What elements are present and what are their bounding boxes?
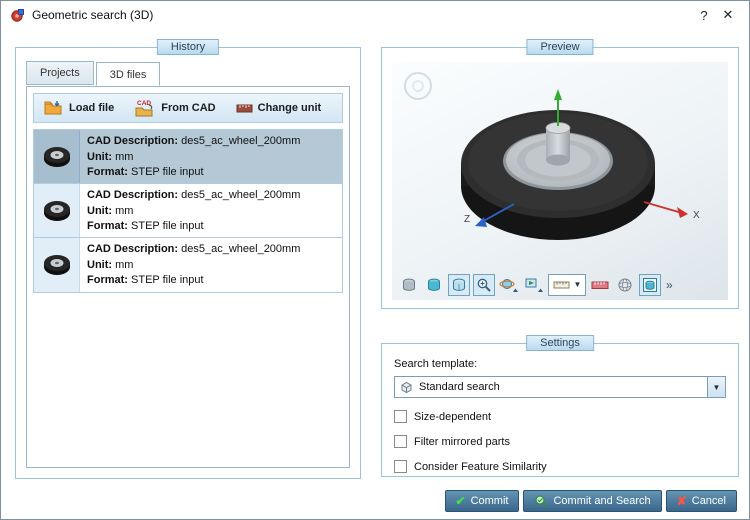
cylinder-shaded-icon[interactable] (423, 274, 445, 296)
axis-x-label: X (693, 210, 700, 221)
template-box-icon (400, 381, 413, 394)
wheel-icon (43, 146, 70, 167)
wheel-thumbnail (34, 184, 80, 237)
close-button[interactable]: ✕ (722, 7, 734, 22)
history-tabs: Projects 3D files (26, 61, 162, 86)
file-meta: CAD Description: des5_ac_wheel_200mm Uni… (87, 135, 301, 178)
x-icon: ✘ (676, 494, 687, 508)
filter-mirrored-option: Filter mirrored parts (394, 435, 726, 448)
change-unit-button[interactable]: Change unit (236, 102, 321, 114)
change-unit-icon (236, 104, 253, 113)
wheel-3d-render: Z X (404, 72, 700, 240)
wheel-thumbnail (34, 238, 80, 292)
commit-button[interactable]: ✔ Commit (444, 490, 520, 512)
file-meta: CAD Description: des5_ac_wheel_200mm Uni… (87, 243, 301, 286)
title-bar: Geometric search (3D) ? ✕ (1, 1, 749, 29)
cancel-button[interactable]: ✘ Cancel (665, 490, 737, 512)
commit-and-search-button[interactable]: Commit and Search (523, 490, 662, 512)
search-template-label: Search template: (394, 358, 478, 370)
orbit-icon[interactable] (498, 274, 520, 296)
settings-content: Search template: Standard search ▼ Size-… (382, 344, 738, 476)
file-meta: CAD Description: des5_ac_wheel_200mm Uni… (87, 189, 301, 232)
history-toolbar: Load file CAD From CAD Change unit (33, 93, 343, 123)
mesh-icon[interactable] (614, 274, 636, 296)
measure-icon (553, 281, 570, 289)
from-cad-button[interactable]: CAD From CAD (134, 99, 216, 117)
cylinder-wireframe-icon[interactable] (448, 274, 470, 296)
history-group: History Projects 3D files Load file CAD (15, 39, 361, 479)
checkbox-label: Consider Feature Similarity (414, 460, 547, 473)
ruler-icon[interactable] (589, 274, 611, 296)
search-template-select[interactable]: Standard search ▼ (394, 376, 726, 398)
wheel-icon (43, 255, 70, 275)
tab-3d-files[interactable]: 3D files (95, 62, 161, 86)
checkbox-size-dependent[interactable] (394, 410, 407, 423)
search-template-value: Standard search (419, 381, 500, 393)
cylinder-solid-icon[interactable] (398, 274, 420, 296)
chevron-down-icon: ▼ (573, 280, 582, 289)
check-icon: ✔ (455, 494, 466, 508)
commit-search-icon (535, 495, 549, 508)
from-cad-icon: CAD (135, 100, 153, 117)
history-group-label: History (156, 39, 220, 55)
settings-group: Settings Search template: Standard searc… (381, 335, 739, 477)
toolbar-overflow[interactable]: » (666, 278, 673, 292)
checkbox-filter-mirrored[interactable] (394, 435, 407, 448)
load-file-icon (44, 101, 62, 115)
preview-toolbar: ▼ » (398, 274, 675, 296)
view-direction-icon[interactable] (523, 274, 545, 296)
help-button[interactable]: ? (700, 7, 708, 23)
axis-z-label: Z (464, 214, 470, 225)
settings-group-label: Settings (526, 335, 594, 351)
svg-text:CAD: CAD (137, 100, 151, 107)
file-list-item[interactable]: CAD Description: des5_ac_wheel_200mm Uni… (34, 130, 342, 184)
tab-projects[interactable]: Projects (26, 61, 94, 85)
preview-viewport[interactable]: Z X (392, 62, 728, 300)
file-list: CAD Description: des5_ac_wheel_200mm Uni… (33, 129, 343, 293)
window-title: Geometric search (3D) (32, 8, 154, 22)
checkbox-feature-similarity[interactable] (394, 460, 407, 473)
size-dependent-option: Size-dependent (394, 410, 726, 423)
zoom-icon[interactable] (473, 274, 495, 296)
preview-group-label: Preview (526, 39, 594, 55)
file-list-item[interactable]: CAD Description: des5_ac_wheel_200mm Uni… (34, 238, 342, 292)
footer-buttons: ✔ Commit Commit and Search ✘ Cancel (444, 490, 737, 512)
load-file-button[interactable]: Load file (44, 100, 114, 116)
combo-dropdown-button[interactable]: ▼ (707, 377, 725, 397)
measure-tool-combo[interactable]: ▼ (548, 274, 586, 296)
feature-similarity-option: Consider Feature Similarity (394, 460, 726, 473)
app-icon (11, 8, 24, 22)
preview-group: Preview (381, 39, 739, 309)
wheel-thumbnail (34, 130, 80, 183)
checkbox-label: Filter mirrored parts (414, 435, 510, 448)
checkbox-label: Size-dependent (414, 410, 492, 423)
wheel-icon (43, 200, 70, 221)
section-box-icon[interactable] (639, 274, 661, 296)
history-tab-content: Load file CAD From CAD Change unit (26, 86, 350, 468)
file-list-item[interactable]: CAD Description: des5_ac_wheel_200mm Uni… (34, 184, 342, 238)
